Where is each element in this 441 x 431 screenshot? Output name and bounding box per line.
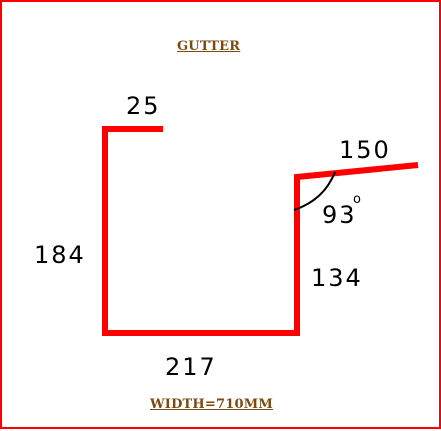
dimension-right-side: 134 — [311, 264, 363, 292]
drawing-title: GUTTER — [177, 39, 241, 54]
dimension-left-side: 184 — [34, 241, 86, 269]
width-note: WIDTH=710MM — [150, 397, 273, 412]
gutter-profile-line — [102, 126, 419, 336]
angle-arc — [293, 171, 336, 211]
dimension-flange: 150 — [339, 136, 391, 164]
degree-symbol: o — [353, 192, 361, 207]
angle-label: 93 — [322, 201, 357, 229]
dimension-top-lip: 25 — [126, 92, 161, 120]
dimension-bottom: 217 — [165, 353, 217, 381]
